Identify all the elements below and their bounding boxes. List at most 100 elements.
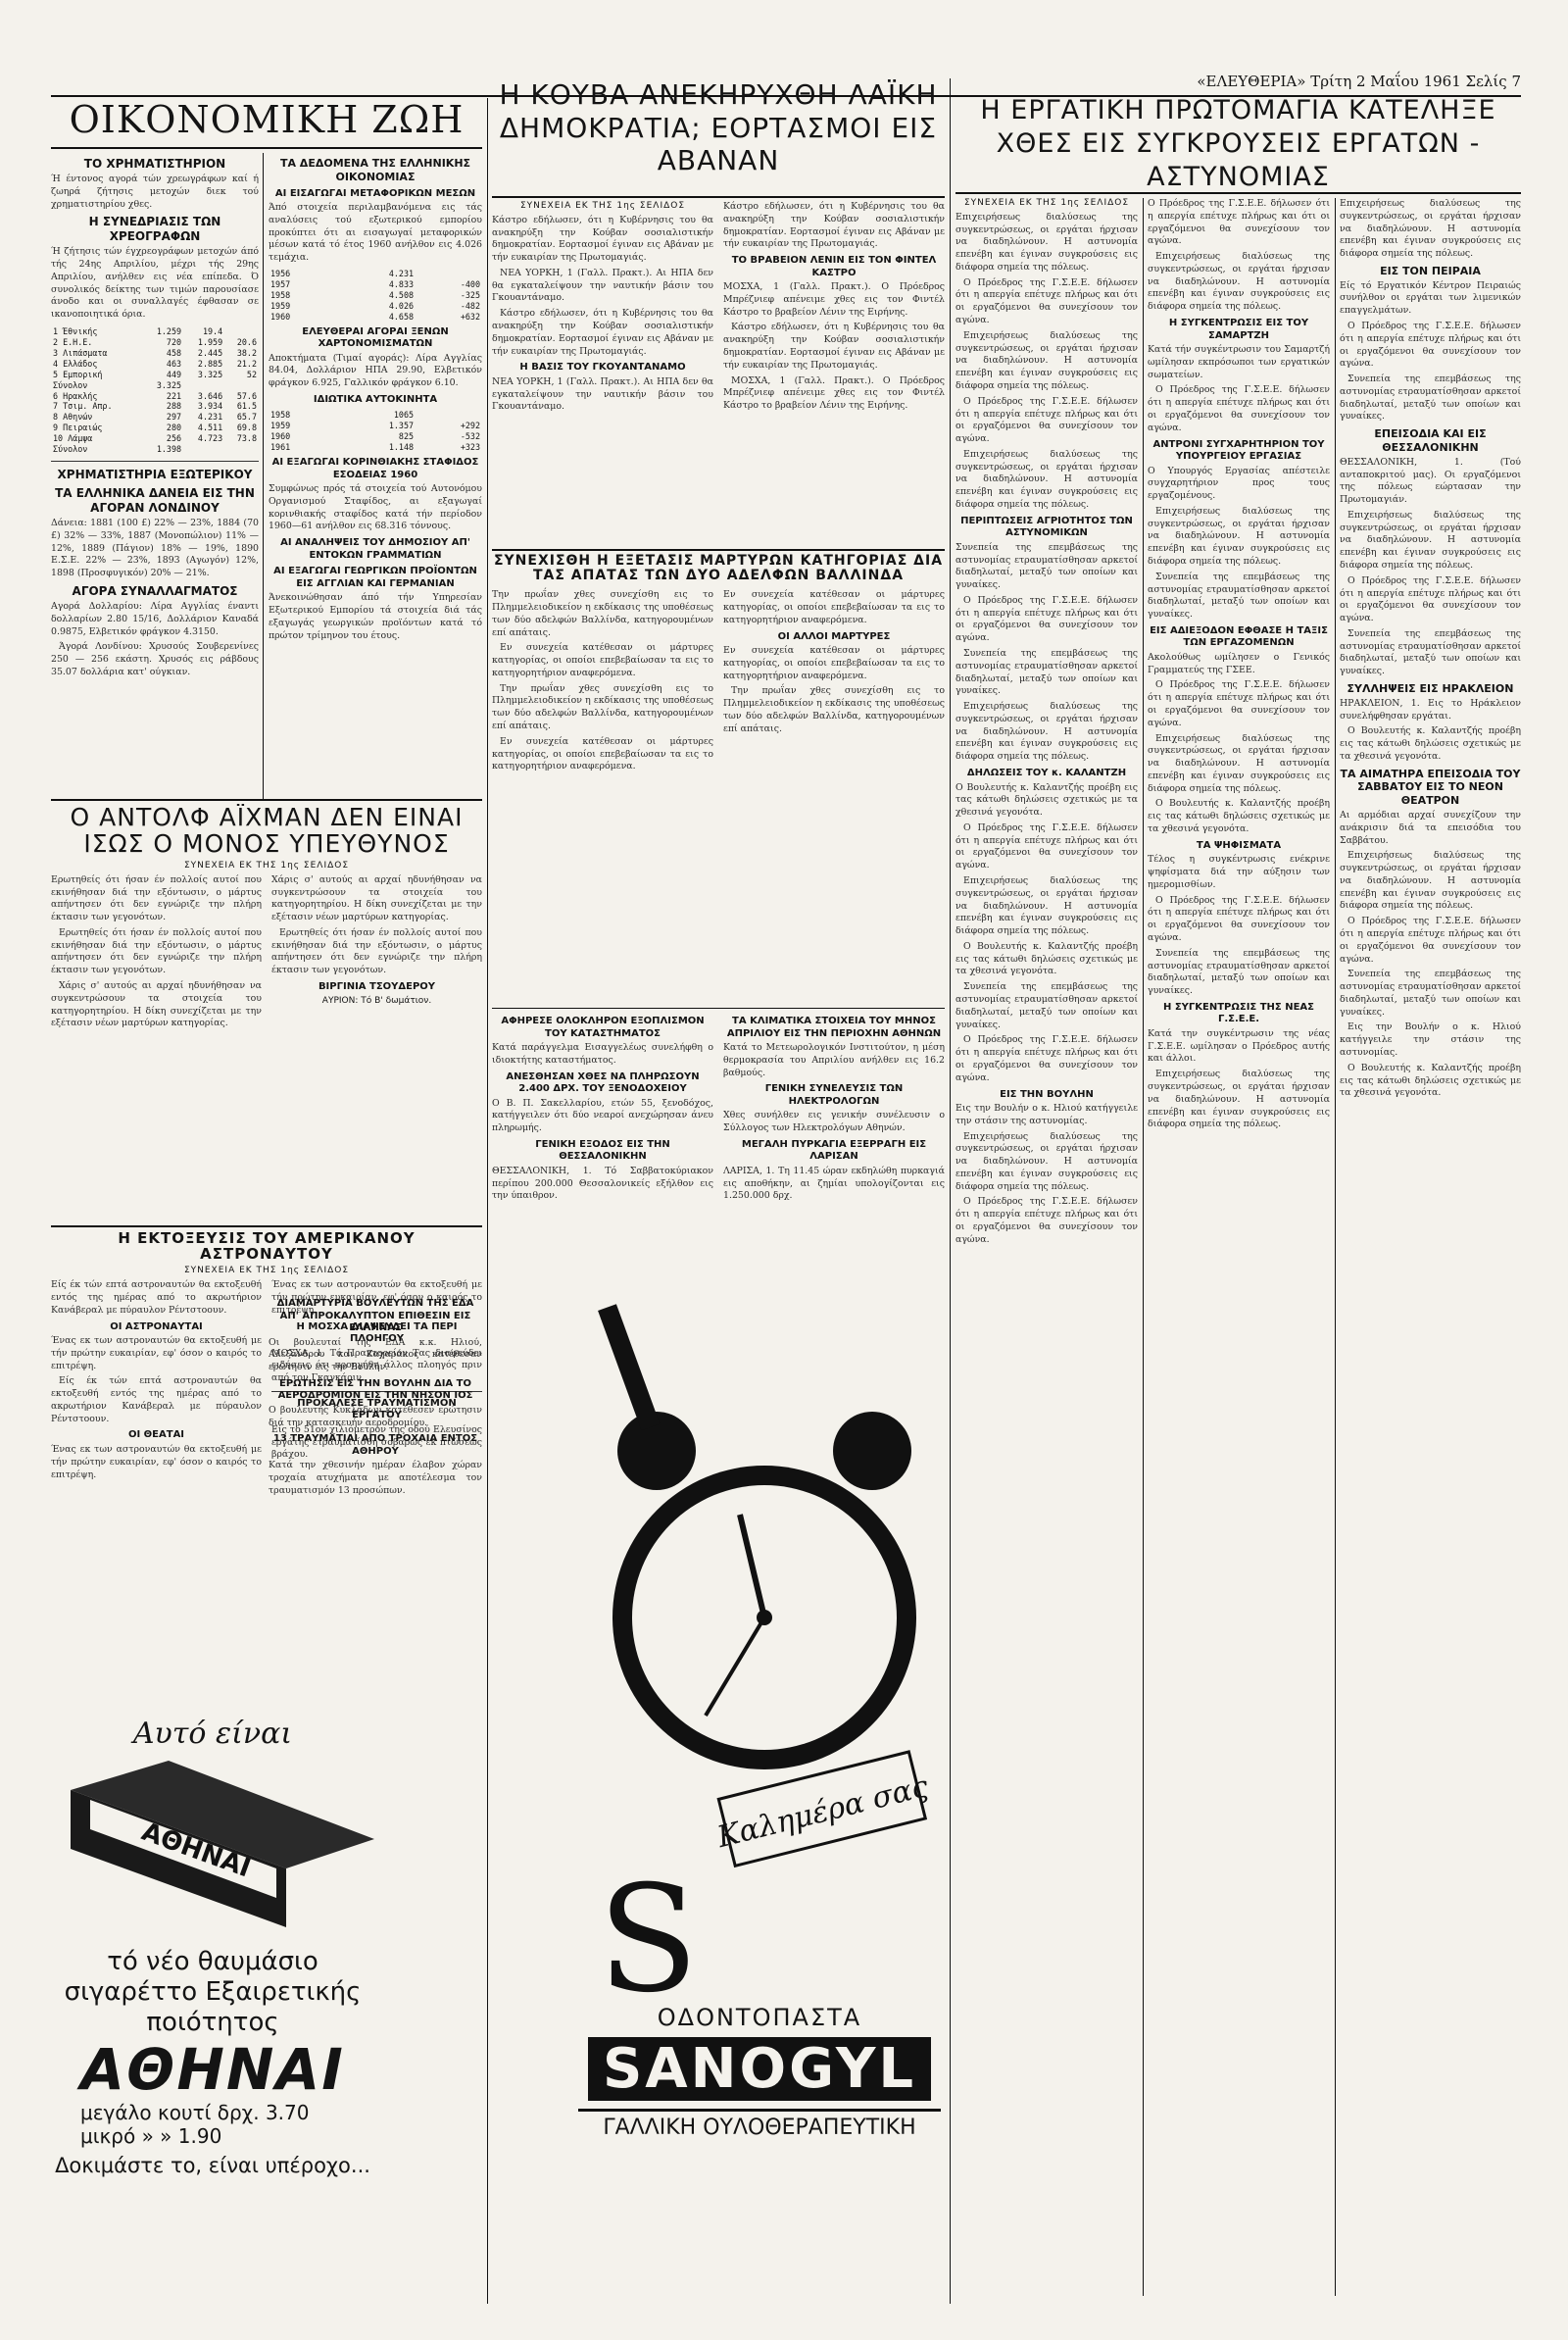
article-text: Συνεπεία της επεμβάσεως της αστυνομίας ε… bbox=[956, 648, 1138, 697]
section-heading: ΤΑ ΔΕΔΟΜΕΝΑ ΤΗΣ ΕΛΛΗΝΙΚΗΣ ΟΙΚΟΝΟΜΙΑΣ bbox=[279, 157, 471, 183]
brand-letter-s: S bbox=[598, 1855, 699, 2010]
table-cell: 1.259 bbox=[156, 326, 182, 337]
divider bbox=[492, 1008, 945, 1009]
table-cell: 1.959 bbox=[197, 336, 223, 347]
section-subheading: ΟΙ ΘΕΑΤΑΙ bbox=[127, 1429, 185, 1441]
table-cell: 9 Πειραιώς bbox=[53, 423, 103, 433]
table-cell: 2.885 bbox=[197, 358, 223, 369]
article-text: Δάνεια: 1881 (100 £) 22% — 23%, 1884 (70… bbox=[51, 518, 259, 579]
clock-center bbox=[757, 1610, 772, 1625]
article-text: Ένας εκ των αστροναυτών θα εκτοξευθή με … bbox=[271, 1279, 482, 1316]
divider bbox=[51, 799, 482, 801]
continuation-tag: ΣΥΝΕΧΕΙΑ ΕΚ ΤΗΣ 1ης ΣΕΛΙΔΟΣ bbox=[519, 201, 686, 211]
article-text: Ερωτηθείς ότι ήσαν έν πολλοίς αυτοί που … bbox=[51, 926, 262, 976]
mayday-article-col1: ΣΥΝΕΧΕΙΑ ΕΚ ΤΗΣ 1ης ΣΕΛΙΔΟΣ Επιχειρήσεως… bbox=[956, 198, 1138, 2296]
article-text: Ο Πρόεδρος της Γ.Σ.Ε.Ε. δήλωσεν ότι η απ… bbox=[956, 395, 1138, 445]
section-subheading: ΑΙ ΕΞΑΓΩΓΑΙ ΚΟΡΙΝΘΙΑΚΗΣ ΣΤΑΦΙΔΟΣ ΕΣΟΔΕΙΑ… bbox=[271, 457, 479, 480]
article-text: Ο Πρόεδρος της Γ.Σ.Ε.Ε. δήλωσεν ότι η απ… bbox=[956, 821, 1138, 871]
section-subheading: ΤΑ ΑΙΜΑΤΗΡΑ ΕΠΕΙΣΟΔΙΑ ΤΟΥ ΣΑΒΒΑΤΟΥ ΕΙΣ Τ… bbox=[1340, 767, 1521, 808]
article-text: Ο Β. Π. Σακελλαρίου, ετών 55, ξενοδόχος,… bbox=[492, 1097, 713, 1134]
article-text: Ο Βουλευτής κ. Καλαντζής προέβη εις τας … bbox=[956, 781, 1138, 819]
table-cell: 61.5 bbox=[236, 401, 257, 412]
table-cell: 297 bbox=[166, 412, 182, 423]
table-cell: 4.231 bbox=[197, 412, 223, 423]
table-cell: -532 bbox=[460, 431, 480, 442]
headline: Η ΕΚΤΟΞΕΥΣΙΣ ΤΟΥ ΑΜΕΡΙΚΑΝΟΥ ΑΣΤΡΟΝΑΥΤΟΥ bbox=[118, 1230, 416, 1264]
article-text: Ο βουλευτής Κυκλάδων κατέθεσεν ερώτησιν … bbox=[269, 1404, 482, 1428]
section-subheading: ΤΑ ΕΛΛΗΝΙΚΑ ΔΑΝΕΙΑ ΕΙΣ ΤΗΝ ΑΓΟΡΑΝ ΛΟΝΔΙΝ… bbox=[55, 486, 255, 516]
article-text: Επιχειρήσεως διαλύσεως της συγκεντρώσεως… bbox=[1148, 1069, 1330, 1130]
table-cell: 3.646 bbox=[197, 390, 223, 401]
article-text: Κατά το Μετεωρολογικόν Ινστιτούτον, η μέ… bbox=[723, 1042, 945, 1078]
article-text: Εν συνεχεία κατέθεσαν οι μάρτυρες κατηγο… bbox=[723, 589, 945, 625]
article-text: Ο Βουλευτής κ. Καλαντζής προέβη εις τας … bbox=[1340, 725, 1521, 762]
article-text: ΘΕΣΣΑΛΟΝΙΚΗ, 1. Τό Σαββατοκύριακον περίπ… bbox=[492, 1165, 713, 1202]
table-cell: 4.833 bbox=[388, 278, 415, 289]
ad-label: ΟΔΟΝΤΟΠΑΣΤΑ bbox=[657, 2004, 862, 2031]
table-cell: 3.325 bbox=[197, 369, 223, 379]
table-cell: 280 bbox=[166, 423, 182, 433]
article-text: Επιχειρήσεως διαλύσεως της συγκεντρώσεως… bbox=[1148, 732, 1330, 794]
article-text: Ο Πρόεδρος της Γ.Σ.Ε.Ε. δήλωσεν ότι η απ… bbox=[1148, 384, 1330, 433]
article-text: Επιχειρήσεως διαλύσεως της συγκεντρώσεως… bbox=[1148, 251, 1330, 313]
article-text: Αι αρμόδιαι αρχαί συνεχίζουν την ανάκρισ… bbox=[1340, 809, 1521, 846]
article-text: Ένας εκ των αστροναυτών θα εκτοξευθή με … bbox=[51, 1335, 262, 1371]
table-cell: -400 bbox=[460, 278, 480, 289]
table-cell: 1961 bbox=[270, 442, 291, 453]
table-cell: Σύνολον bbox=[53, 444, 88, 455]
article-text: Επιχειρήσεως διαλύσεως της συγκεντρώσεως… bbox=[1148, 505, 1330, 567]
article-text: Επιχειρήσεως διαλύσεως της συγκεντρώσεως… bbox=[1340, 198, 1521, 260]
section-subheading: ΣΥΛΛΗΨΕΙΣ ΕΙΣ ΗΡΑΚΛΕΙΟΝ bbox=[1347, 682, 1514, 696]
table-cell: 65.7 bbox=[236, 412, 257, 423]
astronaut-article: Η ΕΚΤΟΞΕΥΣΙΣ ΤΟΥ ΑΜΕΡΙΚΑΝΟΥ ΑΣΤΡΟΝΑΥΤΟΥ … bbox=[51, 1230, 482, 1711]
table-cell: 4.026 bbox=[388, 300, 415, 311]
masthead: «ΕΛΕΥΘΕΡΙΑ» Τρίτη 2 Μαΐου 1961 Σελίς 7 bbox=[51, 73, 1521, 92]
article-text: Ο Πρόεδρος της Γ.Σ.Ε.Ε. δήλωσεν ότι η απ… bbox=[1148, 198, 1330, 247]
article-text: Την πρωΐαν χθες συνεχίσθη εις το Πλημμελ… bbox=[492, 589, 713, 638]
section-subheading: ΑΙ ΕΙΣΑΓΩΓΑΙ ΜΕΤΑΦΟΡΙΚΩΝ ΜΕΣΩΝ bbox=[274, 187, 476, 199]
top-rule bbox=[51, 95, 1521, 97]
section-subheading: 13 ΤΡΑΥΜΑΤΙΑΙ ΑΠΟ ΤΡΟΧΑΙΑ ΕΝΤΟΣ ΑΘΗΡΟΥ bbox=[272, 1433, 478, 1457]
table-row: 1957 4.833 -400 bbox=[269, 279, 482, 290]
article-text: Είς τό 51ον χιλιόμετρον της οδού Ελευσίν… bbox=[271, 1423, 482, 1461]
clock-hand-minute bbox=[704, 1616, 766, 1718]
table-cell: 825 bbox=[398, 431, 415, 442]
section-subheading: ΑΙ ΑΝΑΛΗΨΕΙΣ ΤΟΥ ΔΗΜΟΣΙΟΥ ΑΠ' ΕΝΤΟΚΩΝ ΓΡ… bbox=[280, 537, 470, 561]
section-subheading: ΟΙ ΑΛΛΟΙ ΜΑΡΤΥΡΕΣ bbox=[777, 630, 891, 642]
short-news-column: ΑΦΗΡΕΣΕ ΟΛΟΚΛΗΡΟΝ ΕΞΟΠΛΙΣΜΟΝ ΤΟΥ ΚΑΤΑΣΤΗ… bbox=[492, 1012, 713, 1296]
section-subheading: ΜΕΓΑΛΗ ΠΥΡΚΑΓΙΑ ΕΞΕΡΡΑΓΗ ΕΙΣ ΛΑΡΙΣΑΝ bbox=[741, 1138, 927, 1163]
article-text: Ερωτηθείς ότι ήσαν έν πολλοίς αυτοί που … bbox=[271, 926, 482, 976]
table-cell: -325 bbox=[460, 289, 480, 300]
divider bbox=[492, 549, 945, 551]
table-cell: 4.231 bbox=[388, 268, 415, 278]
article-text: Ο Πρόεδρος της Γ.Σ.Ε.Ε. δήλωσεν ότι η απ… bbox=[956, 276, 1138, 326]
table-cell: 1959 bbox=[270, 421, 291, 431]
headline: ΣΥΝΕΧΙΣΘΗ Η ΕΞΕΤΑΣΙΣ ΜΑΡΤΥΡΩΝ ΚΑΤΗΓΟΡΙΑΣ… bbox=[493, 554, 944, 584]
article-text: Ο Πρόεδρος της Γ.Σ.Ε.Ε. δήλωσεν ότι η απ… bbox=[1340, 321, 1521, 370]
article-text: Χθες συνήλθεν εις γενικήν συνέλευσιν ο Σ… bbox=[723, 1110, 945, 1134]
article-text: Κατά την συγκέντρωσιν της νέας Γ.Σ.Ε.Ε. … bbox=[1148, 1027, 1330, 1065]
table-cell: 1.357 bbox=[388, 421, 415, 431]
table-cell: 57.6 bbox=[236, 390, 257, 401]
table-cell: 38.2 bbox=[236, 347, 257, 358]
table-cell: 3 Λιπάσματα bbox=[53, 347, 108, 358]
table-cell: 288 bbox=[166, 401, 182, 412]
article-text: Άπό στοιχεία περιλαμβανόμενα εις τάς ανα… bbox=[269, 202, 482, 264]
table-cell: 1957 bbox=[270, 278, 291, 289]
article-text: ΝΕΑ ΥΟΡΚΗ, 1 (Γαλλ. Πρακτ.). Αι ΗΠΑ δεν … bbox=[492, 375, 713, 413]
article-text: Ή ζήτησις τών έγχρεογράφων μετοχών άπό τ… bbox=[51, 246, 259, 321]
article-text: Συνεπεία της επεμβάσεως της αστυνομίας ε… bbox=[956, 541, 1138, 591]
section-heading: ΤΟ ΧΡΗΜΑΤΙΣΤΗΡΙΟΝ bbox=[83, 157, 226, 171]
